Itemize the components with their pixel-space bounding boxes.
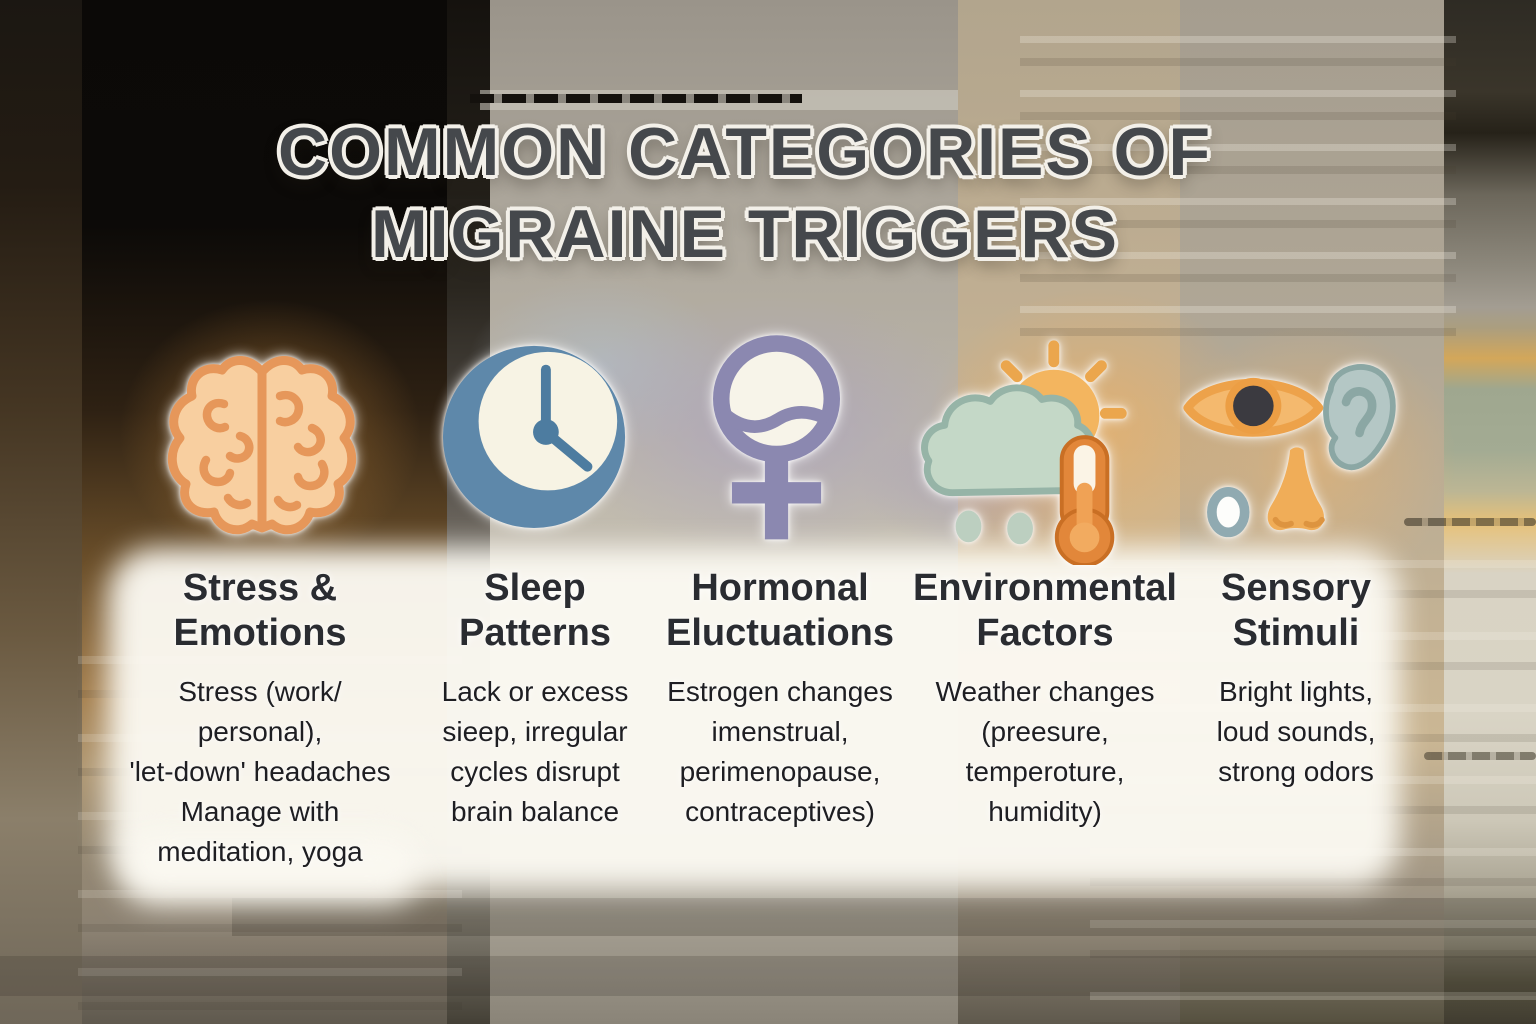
category-description: Bright lights, loud sounds, strong odors: [1216, 675, 1376, 787]
weather-icon: [905, 332, 1153, 566]
brain-icon: [162, 352, 362, 552]
page-title: COMMON CATEGORIES OF MIGRAINE TRIGGERS: [277, 114, 1213, 272]
category-column-hormonal-fluctuations: Hormonal Eluctuations Estrogen changes i…: [648, 566, 912, 832]
category-title: Environmental Factors: [913, 567, 1177, 654]
eye-ear-nose-icon: [1180, 348, 1402, 560]
glitch-dash-right-2: [1424, 752, 1536, 760]
category-column-sleep-patterns: Sleep Patterns Lack or excess sieep, irr…: [402, 566, 668, 832]
category-description: Stress (work/ personal), 'let-down' head…: [129, 675, 391, 867]
category-column-stress-emotions: Stress & Emotions Stress (work/ personal…: [92, 566, 428, 872]
glitch-dash-right-1: [1404, 518, 1536, 526]
category-column-environmental-factors: Environmental Factors Weather changes (p…: [896, 566, 1194, 832]
category-description: Lack or excess sieep, irregular cycles d…: [441, 675, 629, 827]
category-title: Sensory Stimuli: [1221, 567, 1371, 654]
category-title: Stress & Emotions: [173, 567, 347, 654]
glitch-bar-bottom-1: [232, 898, 1536, 936]
text-glow-panel: [108, 548, 1400, 888]
category-description: Weather changes (preesure, temperoture, …: [935, 675, 1155, 827]
female-symbol-icon: [697, 326, 857, 554]
background-band-left-edge: [0, 0, 82, 1024]
glitch-stripes-top-right: [1020, 36, 1456, 336]
category-title: Hormonal Eluctuations: [665, 567, 895, 654]
clock-icon: [437, 336, 635, 539]
glitch-bar-dark-dashed: [470, 94, 802, 103]
category-description: Estrogen changes imenstrual, perimenopau…: [667, 675, 893, 827]
category-column-sensory-stimuli: Sensory Stimuli Bright lights, loud soun…: [1172, 566, 1420, 792]
background-band-right-edge: [1444, 0, 1536, 1024]
glitch-bar-bottom-2: [0, 956, 1536, 996]
text-glow-panel-extension: [120, 836, 420, 904]
category-title: Sleep Patterns: [458, 567, 612, 654]
